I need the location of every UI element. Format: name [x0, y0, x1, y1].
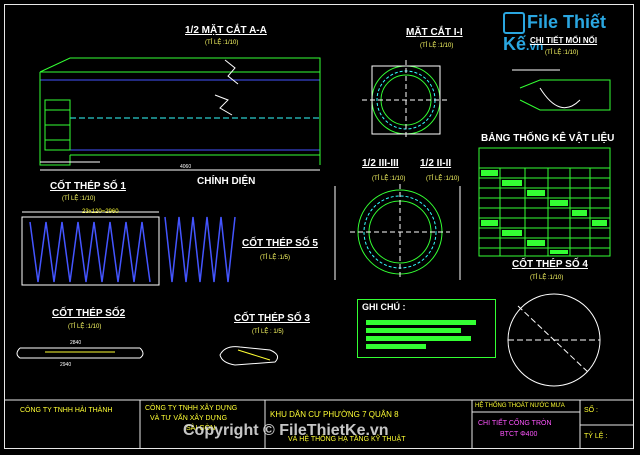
- logo-text: File Thiết Kế: [503, 12, 607, 55]
- company-2-line3: SÀI GÒN: [186, 425, 216, 432]
- dim-2940: 2940: [60, 362, 72, 368]
- title-rebar3: CỐT THÉP SỐ 3: [234, 313, 310, 324]
- notes-text-blocks: [366, 320, 476, 349]
- joint-detail-drawing: [512, 69, 611, 111]
- material-table-drawing: [478, 147, 611, 257]
- system-name: HỆ THỐNG THOÁT NƯỚC MƯA: [475, 403, 565, 409]
- title-block-lines: [4, 399, 634, 449]
- drawing-frame: [4, 4, 634, 449]
- detail-line1: CHI TIẾT CỐNG TRÒN: [478, 420, 552, 427]
- scale-rebar3: (TỈ LỆ : 1/5): [252, 329, 284, 335]
- title-section-ii: MẶT CẮT I-I: [406, 27, 463, 38]
- scale-section-aa: (TỈ LỆ :1/10): [205, 40, 239, 46]
- title-rebar4: CỐT THÉP SỐ 4: [512, 259, 588, 270]
- title-front: CHÍNH DIỆN: [197, 176, 256, 187]
- sheet-number: SỐ :: [584, 407, 599, 414]
- scale-rebar1: (TỈ LỆ :1/10): [62, 196, 96, 202]
- rebar2-drawing: [16, 347, 144, 359]
- title-section-iii: 1/2 III-III: [362, 158, 399, 169]
- title-section-aa: 1/2 MẶT CẮT A-A: [185, 25, 267, 36]
- scale-section-ii: (TỈ LỆ :1/10): [420, 43, 454, 49]
- section-aa-drawing: [39, 57, 321, 171]
- section-ii-drawing: [362, 60, 450, 140]
- dim-2840: 2840: [70, 340, 82, 346]
- section-iii-drawing: [334, 184, 461, 280]
- title-rebar2: CỐT THÉP SỐ2: [52, 308, 126, 319]
- title-section-ii2: 1/2 II-II: [420, 158, 452, 169]
- rebar3-drawing: [219, 346, 279, 366]
- title-joint: CHI TIẾT MỐI NỐI: [530, 36, 598, 45]
- dim-spiral: 23x120=2960: [82, 209, 119, 215]
- scale-rebar5: (TỈ LỆ :1/5): [260, 255, 291, 261]
- scale-section-iii: (TỈ LỆ :1/10): [372, 176, 406, 182]
- title-rebar1: CỐT THÉP SỐ 1: [50, 181, 126, 192]
- company-2-line2: VÀ TƯ VẤN XÂY DỰNG: [150, 415, 228, 422]
- rebar1-drawing: [21, 211, 160, 286]
- project-line1: KHU DÂN CƯ PHƯỜNG 7 QUẬN 8: [270, 410, 399, 419]
- logo-icon: [503, 12, 525, 35]
- company-2-line1: CÔNG TY TNHH XÂY DỰNG: [145, 405, 238, 412]
- scale-section-ii2: (TỈ LỆ :1/10): [426, 176, 460, 182]
- title-material-table: BẢNG THỐNG KÊ VẬT LIỆU: [481, 133, 615, 144]
- dim-length: 4060: [180, 164, 192, 170]
- company-1: CÔNG TY TNHH HẢI THÀNH: [20, 407, 113, 414]
- title-rebar5: CỐT THÉP SỐ 5: [242, 238, 318, 249]
- scale-label: TỶ LỆ :: [584, 433, 608, 440]
- notes-title: GHI CHÚ :: [362, 302, 406, 312]
- project-line2: VÀ HỆ THỐNG HẠ TẦNG KỸ THUẬT: [288, 436, 406, 443]
- rebar4-drawing: [507, 293, 601, 387]
- watermark: Copyright © FileThietKe.vn: [183, 422, 389, 439]
- notes-box: [357, 299, 496, 358]
- scale-rebar4: (TỈ LỆ :1/10): [530, 275, 564, 281]
- scale-joint: (TỈ LỆ :1/10): [545, 50, 579, 56]
- site-logo[interactable]: File Thiết Kế.vn: [503, 12, 640, 55]
- material-table-fills: [481, 170, 607, 254]
- logo-suffix: .vn: [526, 39, 544, 54]
- detail-line2: BTCT Φ400: [500, 431, 538, 438]
- rebar5-drawing: [164, 216, 236, 283]
- scale-rebar2: (TỈ LỆ :1/10): [68, 324, 102, 330]
